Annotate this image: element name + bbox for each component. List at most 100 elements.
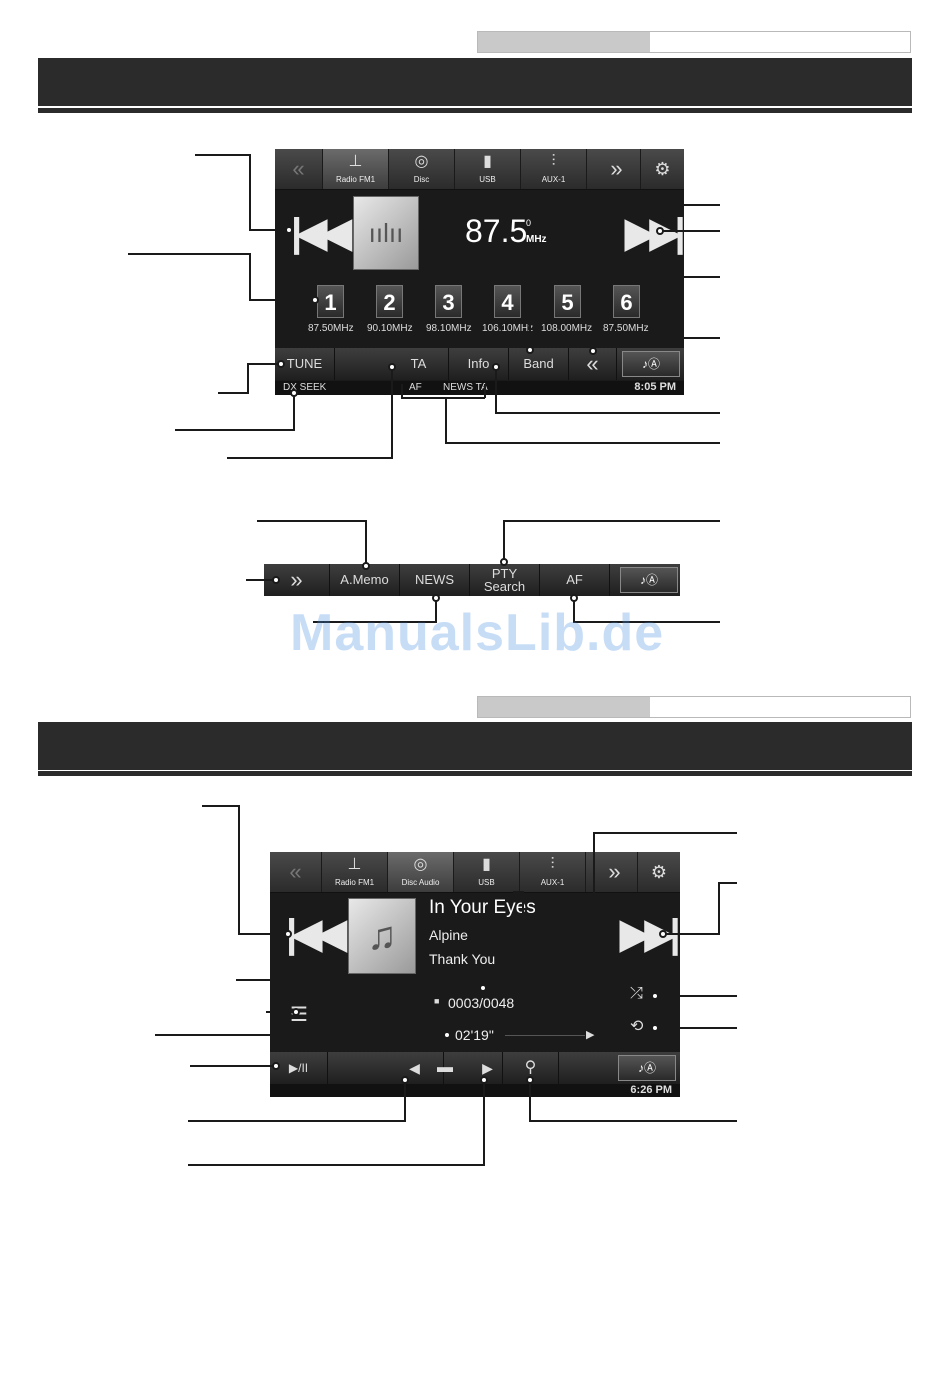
folder-next-icon[interactable]: ▶ [473, 1052, 503, 1084]
folder-icon[interactable]: ▬ [437, 1059, 453, 1076]
callout-line [247, 363, 281, 365]
af-button[interactable]: AF [540, 564, 610, 596]
callout-dot [651, 1024, 659, 1032]
callout-dot [656, 227, 664, 235]
callout-line [655, 1027, 737, 1029]
callout-dot [589, 347, 597, 355]
callout-line [401, 397, 485, 399]
callout-line [513, 964, 523, 966]
play-indicator-icon: ▶ [586, 1029, 595, 1041]
callout-dot [388, 363, 396, 371]
callout-line [155, 1034, 447, 1036]
radio-toolbar-page-2: » A.Memo NEWS PTY Search AF ♪Ⓐ [264, 564, 680, 596]
music-note-icon: ♫ [348, 898, 416, 974]
preset-button-6[interactable]: 6 [613, 285, 640, 318]
chevron-left-icon[interactable]: « [569, 348, 617, 380]
source-label: AUX-1 [541, 175, 566, 184]
callout-line [547, 268, 557, 270]
band-button[interactable]: Band [509, 348, 569, 380]
radio-status-bar: DX SEEK AF NEWS TA 8:05 PM [275, 381, 684, 395]
track-album: Thank You [429, 951, 496, 967]
disc-screen: « ⊥ Radio FM1 ◎ Disc Audio ▮ USB ⫶ AUX-1… [270, 852, 680, 1097]
callout-dot [272, 1062, 280, 1070]
source-usb[interactable]: ▮ USB [454, 852, 520, 892]
ta-button[interactable]: TA [389, 348, 449, 380]
news-button[interactable]: NEWS [400, 564, 470, 596]
next-track-icon[interactable]: ▶▶| [625, 211, 684, 255]
section-tab-box [477, 696, 911, 718]
callout-dot [362, 562, 370, 570]
previous-track-icon[interactable]: |◀◀ [291, 211, 352, 255]
callout-line [513, 891, 523, 893]
tune-button[interactable]: TUNE [275, 348, 335, 380]
previous-track-icon[interactable]: |◀◀ [286, 912, 347, 956]
usb-icon: ▮ [483, 153, 492, 170]
source-label: Radio FM1 [335, 175, 376, 184]
preset-button-2[interactable]: 2 [376, 285, 403, 318]
callout-line [592, 337, 594, 351]
chevron-left-icon[interactable]: « [270, 852, 322, 892]
callout-dot [284, 930, 292, 938]
source-radio[interactable]: ⊥ Radio FM1 [322, 852, 388, 892]
pty-search-button[interactable]: PTY Search [470, 564, 540, 596]
clock: 6:26 PM [630, 1084, 672, 1096]
callout-line [593, 832, 595, 930]
source-disc[interactable]: ◎ Disc Audio [388, 852, 454, 892]
pty-label: PTY [491, 566, 518, 581]
section-header-bar [38, 58, 912, 106]
callout-line [188, 1164, 485, 1166]
source-usb[interactable]: ▮ USB [455, 149, 521, 189]
callout-line [547, 195, 556, 197]
source-aux[interactable]: ⫶ AUX-1 [520, 852, 586, 892]
callout-dot [526, 346, 534, 354]
info-button[interactable]: Info [449, 348, 509, 380]
preset-button-4[interactable]: 4 [494, 285, 521, 318]
disc-toolbar: ▶/II ◀ ▬ ▶ ⚲ ♪Ⓐ [270, 1052, 680, 1084]
chevron-right-icon[interactable]: » [592, 852, 638, 892]
callout-line [556, 204, 720, 206]
search-icon[interactable]: ⚲ [503, 1052, 559, 1084]
preset-frequency: 98.10MHz [426, 323, 472, 334]
a-memo-button[interactable]: A.Memo [330, 564, 400, 596]
media-audio-switch-icon[interactable]: ♪Ⓐ [622, 351, 680, 377]
source-label: AUX-1 [540, 878, 565, 887]
media-audio-switch-icon[interactable]: ♪Ⓐ [618, 1055, 676, 1081]
callout-dot [500, 558, 508, 566]
callout-line [188, 1120, 406, 1122]
callout-line [175, 429, 295, 431]
source-disc[interactable]: ◎ Disc [389, 149, 455, 189]
callout-dot [492, 363, 500, 371]
antenna-icon: ⊥ [347, 856, 362, 873]
section-header-rule [38, 108, 912, 113]
callout-dot [285, 226, 293, 234]
play-pause-icon[interactable]: ▶/II [270, 1052, 328, 1084]
callout-line [266, 1011, 296, 1013]
callout-line [503, 520, 720, 522]
repeat-icon[interactable]: ⟲ [630, 1018, 644, 1035]
callout-line [718, 882, 720, 935]
callout-line [238, 933, 288, 935]
preset-button-5[interactable]: 5 [554, 285, 581, 318]
track-counter: 0003/0048 [448, 995, 515, 1011]
preset-button-3[interactable]: 3 [435, 285, 462, 318]
settings-icon[interactable]: ⚙ [650, 862, 668, 882]
preset-frequency: 87.50MHz [603, 323, 649, 334]
callout-line [529, 1080, 531, 1122]
folder-previous-icon[interactable]: ◀ [386, 1052, 444, 1084]
source-aux[interactable]: ⫶ AUX-1 [521, 149, 587, 189]
callout-line [218, 392, 248, 394]
chevron-right-icon[interactable]: » [264, 564, 330, 596]
shuffle-icon[interactable]: ⤮ [630, 985, 643, 1002]
media-audio-switch-icon[interactable]: ♪Ⓐ [620, 567, 678, 593]
chevron-left-icon[interactable]: « [275, 149, 323, 189]
callout-line [249, 253, 251, 300]
aux-icon: ⫶ [550, 856, 555, 873]
source-radio[interactable]: ⊥ Radio FM1 [323, 149, 389, 189]
callout-line [293, 393, 295, 431]
frequency-unit: MHz [526, 234, 547, 245]
callout-line [195, 154, 250, 156]
preset-button-1[interactable]: 1 [317, 285, 344, 318]
callout-line [573, 598, 575, 623]
settings-icon[interactable]: ⚙ [654, 159, 671, 179]
chevron-right-icon[interactable]: » [593, 149, 641, 189]
